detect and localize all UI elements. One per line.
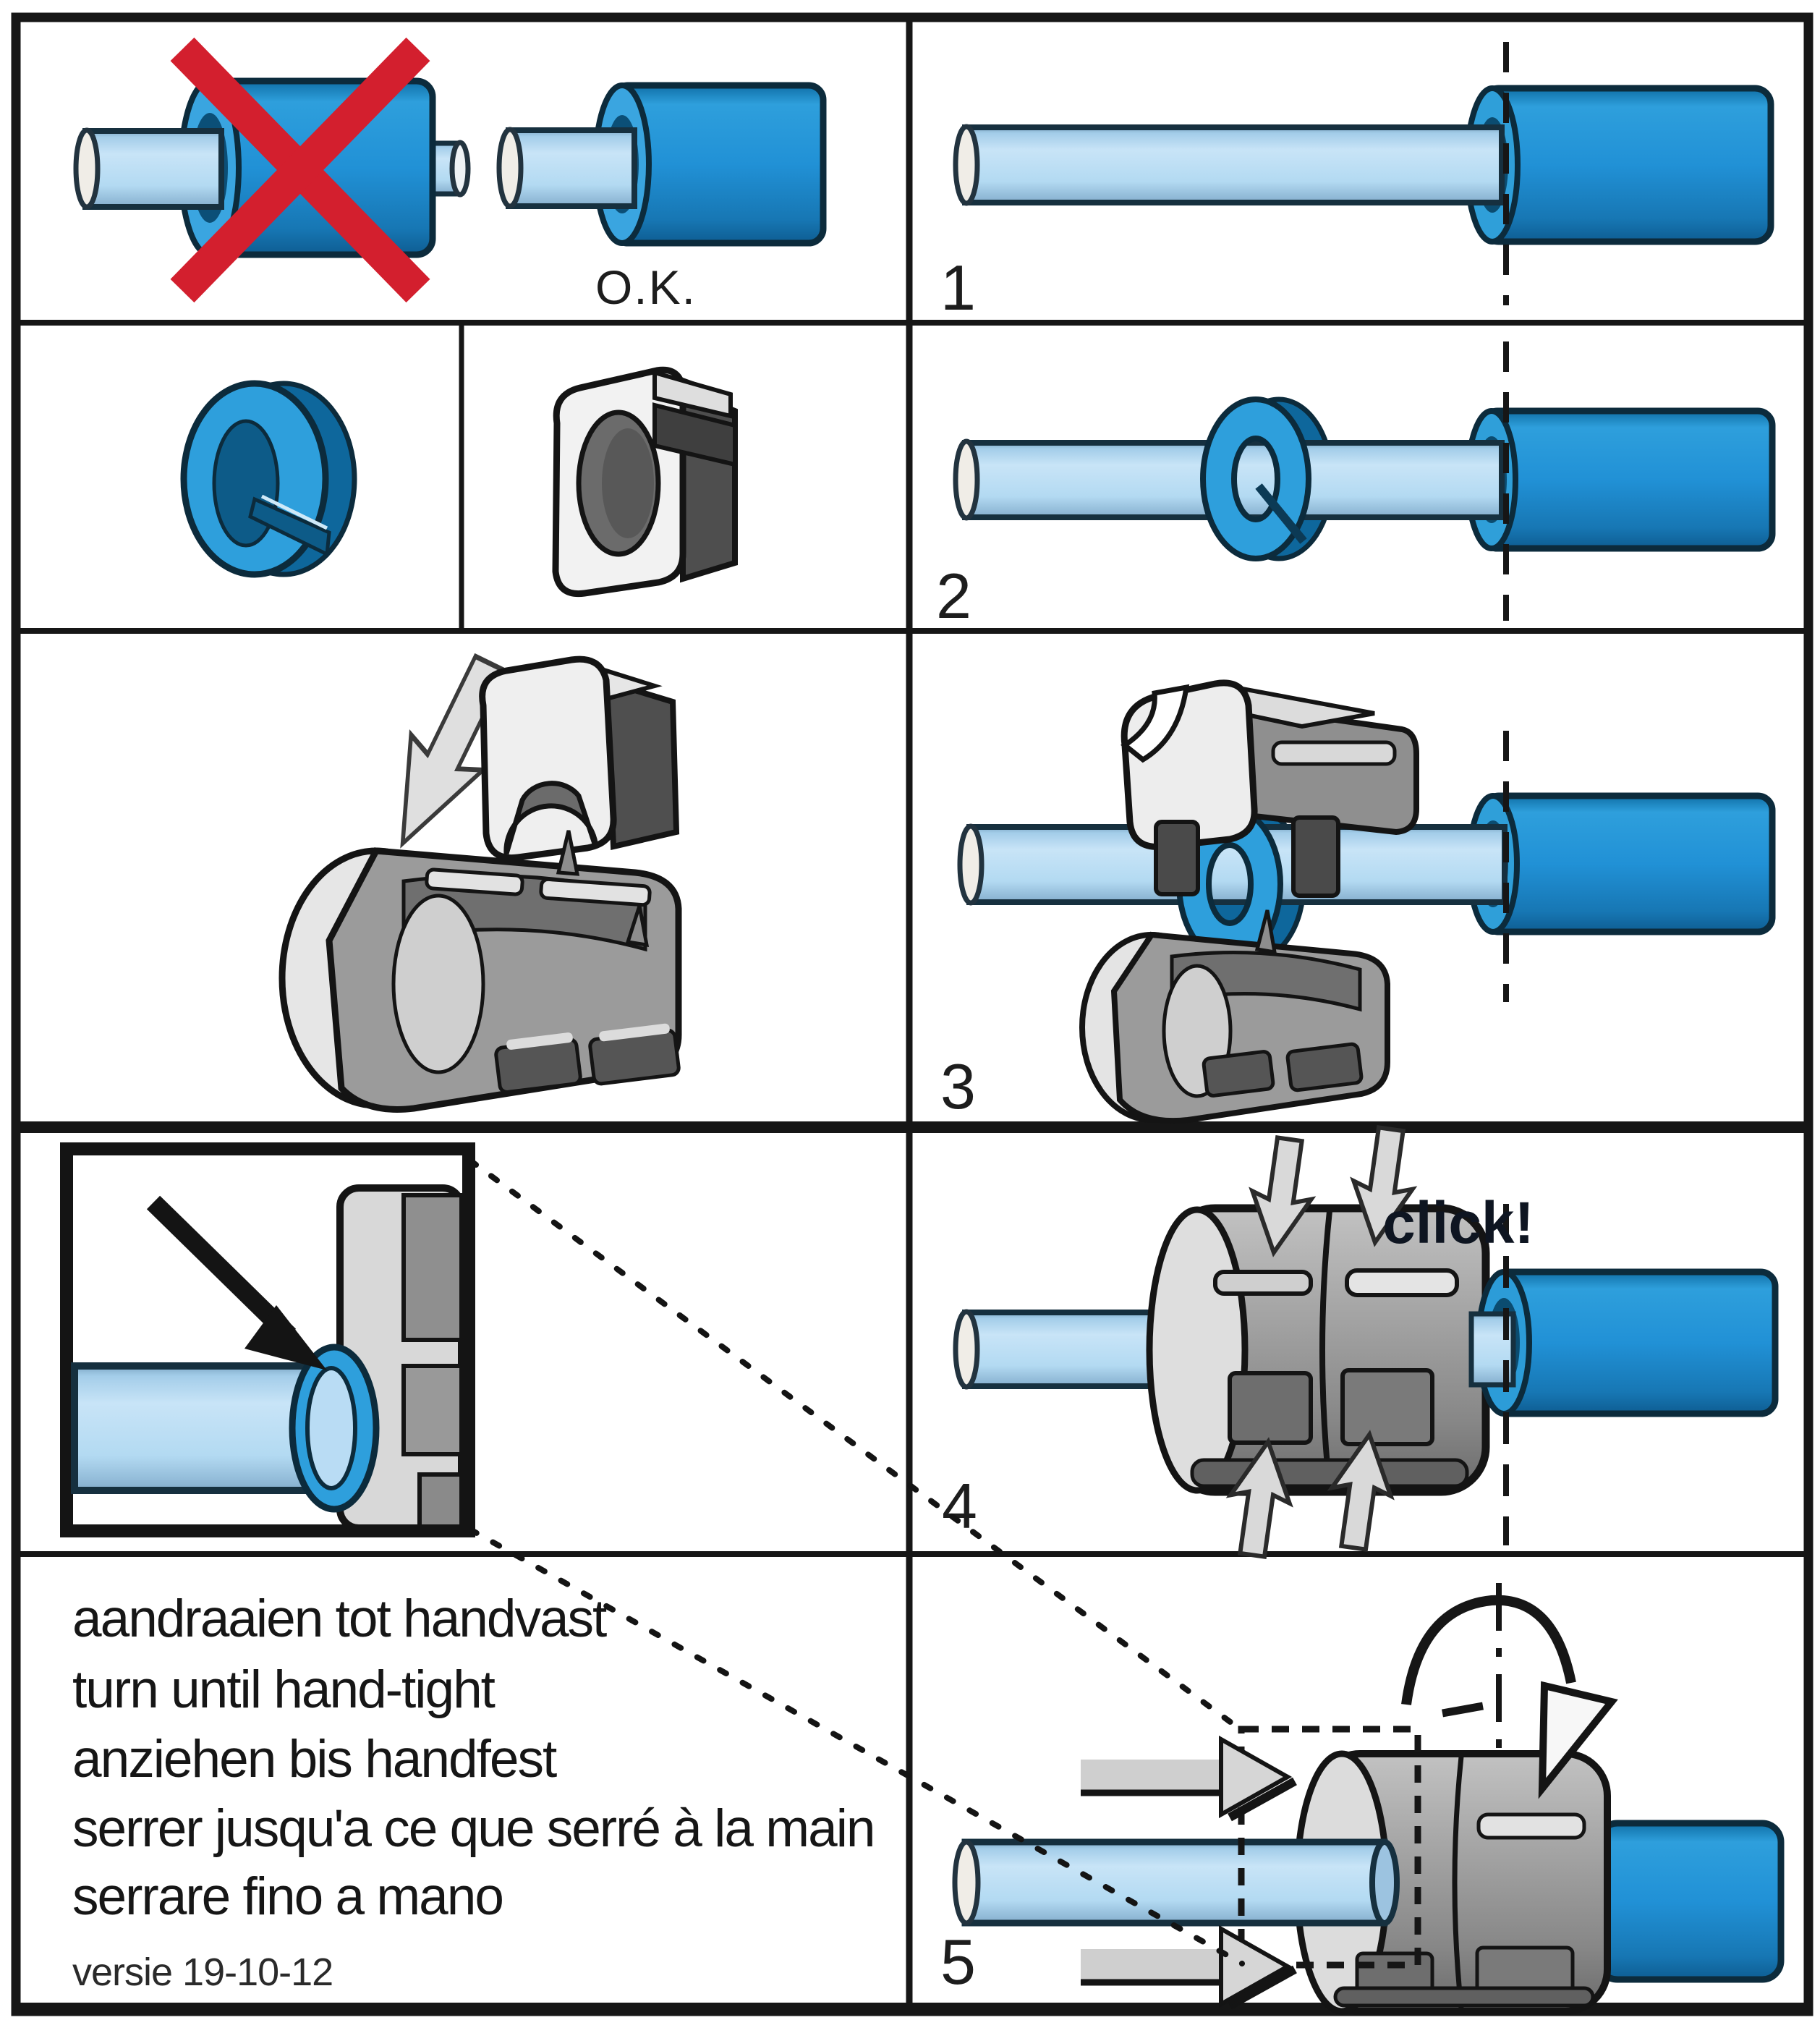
shell-front-tab-highlight [506,1032,573,1050]
step-number-1: 1 [940,252,976,323]
shell-front-tab [1202,1050,1275,1098]
shell-spike [625,905,650,948]
panel-step-1: 1 [940,42,1774,323]
fitting-panel [417,1472,464,1529]
pipe-cap [953,124,980,206]
clamp-face [479,655,617,862]
coupling-window [1475,1945,1575,1995]
panel-step-3: 3 [940,679,1776,1124]
ok-label: O.K. [595,260,697,314]
coupling-face [1146,1206,1249,1494]
shell-spike [556,830,580,876]
coupling-slot [1345,1268,1459,1297]
clamp-hook [1154,820,1200,896]
clamp-slot [1271,740,1397,766]
shell-inner-wall [391,894,485,1074]
panel-clamp-assembly [278,646,682,1113]
coupling-seam [1452,1756,1464,2009]
pipe-tube [962,124,1505,205]
step-number-2: 2 [936,560,971,632]
clamp-hook [1291,815,1340,898]
lower-clamp-shell [278,830,682,1113]
fitting-socket [1491,1268,1779,1417]
shell-front-tab-highlight [599,1023,670,1042]
seal-ring-inner [305,1366,357,1490]
panel-clamp-half [552,366,738,598]
fitting-socket [1479,407,1776,552]
pipe-cap [73,127,101,210]
correct-assembly-illustration: O.K. [496,82,827,314]
lower-clamp-shell [1079,909,1390,1124]
dashed-focus-rect [1238,1726,1421,1969]
coupling-assembled [1293,1750,1611,2015]
instruction-line-de: anziehen bis handfest [72,1730,557,1788]
shell-spike [1254,909,1277,955]
coupling-bottom-band [1190,1458,1469,1488]
pipe-cap [953,1309,980,1390]
pipe-cap [496,127,524,209]
coupling-slot [1476,1812,1586,1840]
version-label: versie 19-10-12 [72,1951,333,1994]
pipe-stub-cap [449,140,471,198]
clamp-lug-top [652,370,733,419]
instruction-line-fr: serrer jusqu'a ce que serré à la main [72,1799,875,1858]
coupling-window [1340,1368,1434,1446]
instruction-line-en: turn until hand-tight [72,1660,496,1719]
pipe-tube [961,1838,1388,1927]
panel-pipe-insertion-check: O.K. [73,37,827,314]
pipe-cap [953,438,980,521]
push-arrow-icon [1081,1735,1297,1822]
clamp-body-dark [1245,704,1419,836]
push-arrow-icon [1081,1924,1297,2010]
instruction-line-it: serrare fino a mano [72,1867,503,1926]
split-ring-slit [248,496,331,557]
fitting-socket [1595,1820,1785,1983]
pipe-cap [957,823,985,906]
shell-rim-strip [539,877,652,907]
pipe-tube [71,1362,317,1494]
click-label: click! [1382,1190,1534,1256]
split-ring-slit-gap [260,494,328,530]
pipe-tube [506,127,637,209]
pipe-tube [82,128,224,210]
magnifier-leader-lines [467,1158,1245,1966]
magnifier-dotted-line-bottom [467,1527,1245,1966]
coupling-slot [1213,1270,1313,1296]
clamp-c-notch [1121,684,1190,763]
shell-front-tab [1285,1042,1364,1092]
split-ring-slit [1255,483,1307,544]
step-number-3: 3 [940,1051,976,1122]
fitting-socket [1479,85,1774,245]
panel-step-4: click! 4 [942,1125,1779,1559]
step-number-5: 5 [940,1926,976,1998]
coupling-bottom-band [1333,1986,1595,2008]
red-cross-icon [170,37,430,303]
fitting-socket [1481,792,1776,935]
panel-instructions: aandraaien tot handvast turn until hand-… [72,1590,876,1994]
wrong-assembly-illustration [73,37,471,303]
coupling-window [1228,1371,1313,1445]
coupling-seam [1319,1210,1332,1490]
upper-clamp-half [1121,679,1419,898]
fitting-panel [401,1193,464,1342]
panel-detail-inset [60,1142,475,1537]
magnifier-dotted-line-top [467,1158,1245,1733]
panel-step-2: 2 [936,341,1776,632]
rotation-arrow-icon [1401,1595,1618,1799]
clamp-step-notch [652,402,737,467]
instruction-line-nl: aandraaien tot handvast [72,1590,607,1648]
panel-step-5: 5 [940,1583,1785,2015]
clamp-bore [503,781,599,854]
panel-split-ring [180,380,357,578]
shell-rim-strip [425,867,524,896]
pipe-end-cap [1369,1839,1400,1926]
fitting-panel [401,1364,464,1456]
pipe-cap [952,1839,981,1926]
clamp-bore-shadow [602,428,654,538]
upper-clamp-half [479,655,680,862]
black-arrow-icon [146,1195,327,1370]
